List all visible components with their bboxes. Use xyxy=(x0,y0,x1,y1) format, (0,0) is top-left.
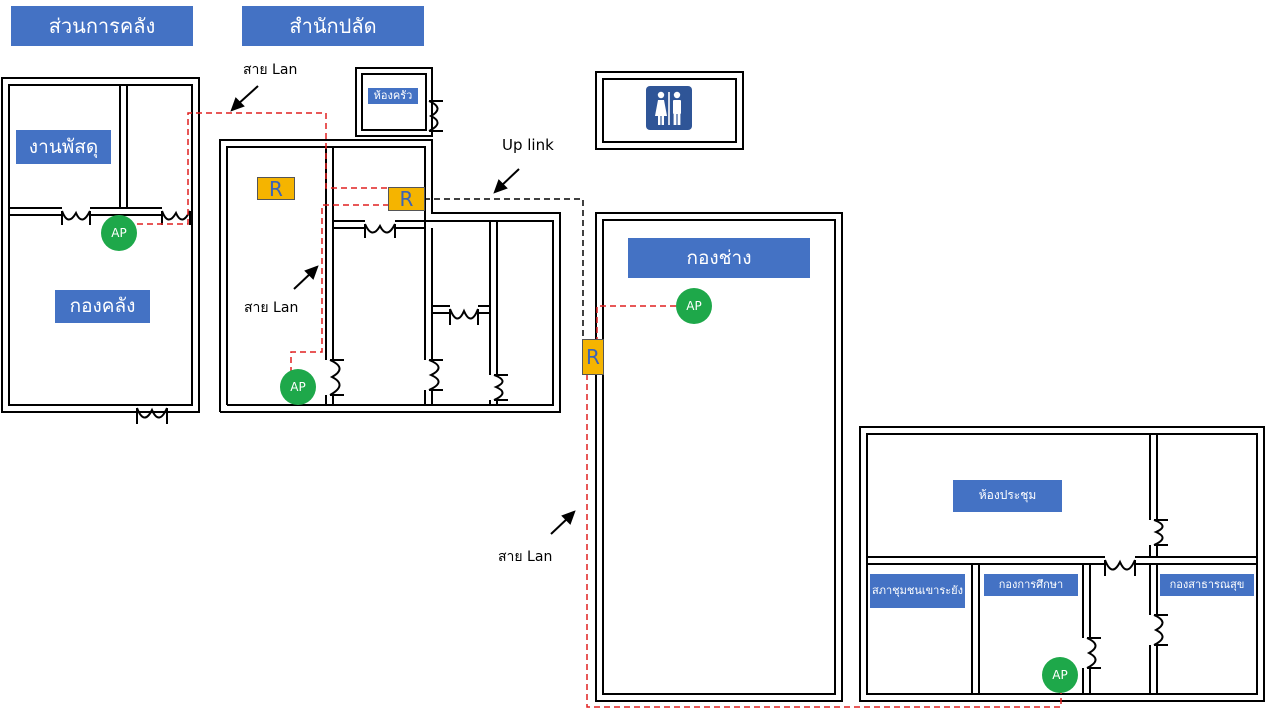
lan-cable-engineering xyxy=(596,305,676,342)
lan-cable-annotation-office: สาย Lan xyxy=(244,300,299,316)
lan-cable-treasury xyxy=(137,112,388,225)
room-label-treasury: กองคลัง xyxy=(55,290,150,323)
access-point-office: AP xyxy=(280,369,316,405)
restroom-outer xyxy=(595,71,744,150)
access-point-education: AP xyxy=(1042,657,1078,693)
uplink-annotation: Up link xyxy=(502,136,554,154)
lan-cable-office-ap xyxy=(290,204,388,373)
building-engineering-outer xyxy=(595,212,843,702)
access-point-engineering: AP xyxy=(676,288,712,324)
lan-cables xyxy=(137,112,1062,708)
building-treasury-inner xyxy=(8,84,193,406)
room-label-public-health: กองสาธารณสุข xyxy=(1160,574,1254,596)
restroom-inner xyxy=(602,78,737,143)
lan-cable-meeting-ap xyxy=(586,374,1062,708)
kitchen-inner xyxy=(361,73,427,131)
room-label-council: สภาชุมชนเขาระยัง xyxy=(870,574,965,608)
uplink-cable xyxy=(424,198,584,342)
building-treasury-outer xyxy=(1,77,200,413)
room-label-meeting: ห้องประชุม xyxy=(953,480,1062,512)
header-treasury-division: ส่วนการคลัง xyxy=(11,6,193,46)
header-chief-office: สำนักปลัด xyxy=(242,6,424,46)
building-engineering-inner xyxy=(602,219,836,695)
room-label-engineering: กองช่าง xyxy=(628,238,810,278)
restroom-icon xyxy=(646,86,692,130)
router-treasury: R xyxy=(257,177,295,201)
building-meeting-outer xyxy=(859,426,1265,702)
router-office-main: R xyxy=(388,187,425,211)
door-symbols xyxy=(61,100,1168,669)
room-label-kitchen: ห้องครัว xyxy=(368,88,418,104)
lan-cable-annotation-top: สาย Lan xyxy=(243,62,298,78)
access-point-treasury: AP xyxy=(101,215,137,251)
room-label-education: กองการศึกษา xyxy=(984,574,1078,596)
annotation-arrows xyxy=(230,85,576,535)
building-office-outer xyxy=(219,139,561,413)
router-engineering: R xyxy=(582,339,604,375)
lan-cable-annotation-bottom: สาย Lan xyxy=(498,549,553,565)
room-label-supplies: งานพัสดุ xyxy=(16,130,111,164)
